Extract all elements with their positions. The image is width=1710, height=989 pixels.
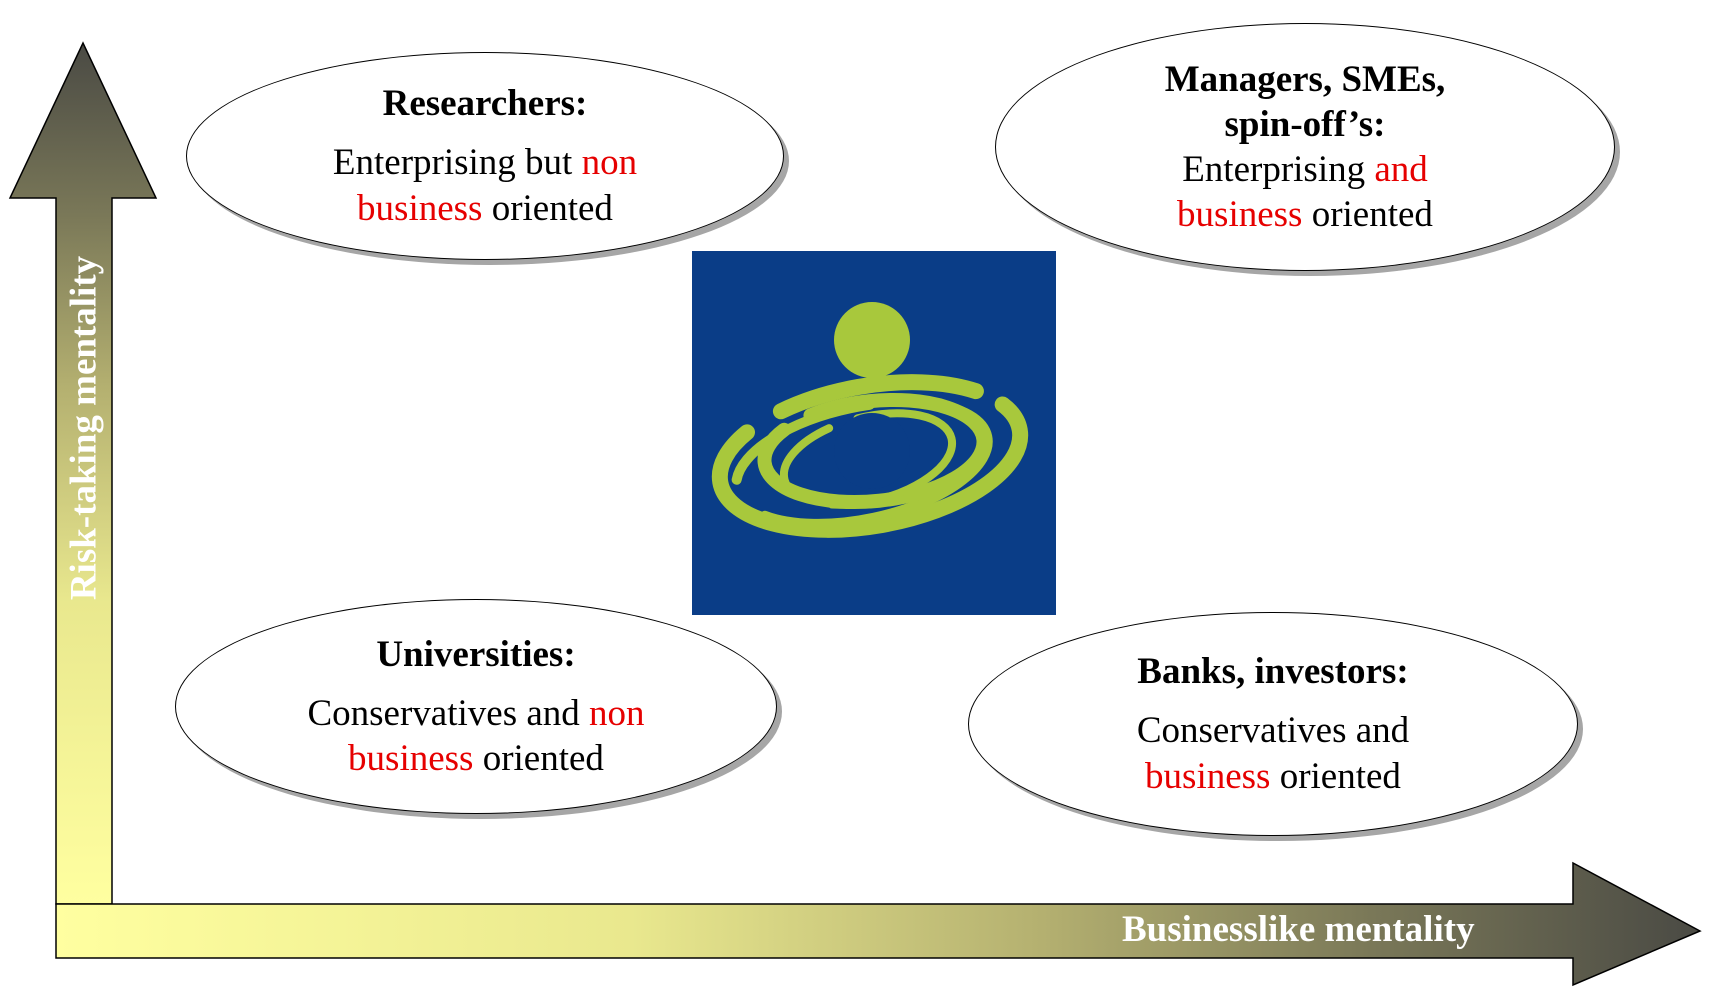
researchers-line2: business oriented bbox=[357, 186, 613, 231]
managers-heading-line2: spin-off’s: bbox=[1224, 103, 1386, 145]
researchers-line1: Enterprising but non bbox=[333, 140, 637, 185]
banks-line2-red: business bbox=[1145, 755, 1271, 797]
banks-line1: Conservatives and bbox=[1136, 710, 1410, 752]
universities-line1: Conservatives and non bbox=[307, 691, 644, 736]
universities-line2: business oriented bbox=[348, 736, 604, 781]
banks-heading: Banks, investors: bbox=[1137, 651, 1409, 693]
banks-ellipse: Banks, investors: Conservatives and busi… bbox=[968, 612, 1578, 836]
x-axis-arrow bbox=[55, 861, 1702, 987]
y-axis-arrow bbox=[8, 41, 158, 905]
managers-line1-text: Enterprising bbox=[1182, 149, 1375, 190]
researchers-line2-text: oriented bbox=[482, 187, 613, 229]
managers-ellipse: Managers, SMEs, spin-off’s: Enterprising… bbox=[995, 23, 1615, 271]
universities-heading: Universities: bbox=[376, 633, 576, 675]
researchers-heading: Researchers: bbox=[382, 83, 588, 125]
universities-line1-red: non bbox=[589, 692, 645, 734]
managers-line1-red: and bbox=[1374, 149, 1428, 190]
researchers-line2-red: business bbox=[357, 187, 483, 229]
researchers-line1-red: non bbox=[581, 142, 638, 184]
blue-square-green-swirl-logo-icon bbox=[692, 251, 1056, 615]
researchers-ellipse: Researchers: Enterprising but non busine… bbox=[186, 52, 784, 260]
managers-line1: Enterprising and bbox=[1182, 147, 1428, 192]
managers-line2-red: business bbox=[1177, 194, 1303, 236]
managers-heading-line1: Managers, SMEs, bbox=[1164, 58, 1446, 100]
banks-line2-text: oriented bbox=[1270, 755, 1401, 797]
universities-line1-text: Conservatives and bbox=[307, 692, 590, 734]
x-axis-label: Businesslike mentality bbox=[1122, 909, 1475, 950]
banks-line2: business oriented bbox=[1145, 754, 1401, 799]
managers-line2-text: oriented bbox=[1302, 194, 1433, 236]
universities-line2-red: business bbox=[348, 738, 474, 780]
universities-ellipse: Universities: Conservatives and non busi… bbox=[175, 599, 777, 814]
y-axis-label: Risk-taking mentality bbox=[63, 255, 105, 601]
managers-line2: business oriented bbox=[1177, 192, 1433, 237]
researchers-line1-text: Enterprising but bbox=[332, 142, 582, 184]
universities-line2-text: oriented bbox=[473, 738, 604, 780]
